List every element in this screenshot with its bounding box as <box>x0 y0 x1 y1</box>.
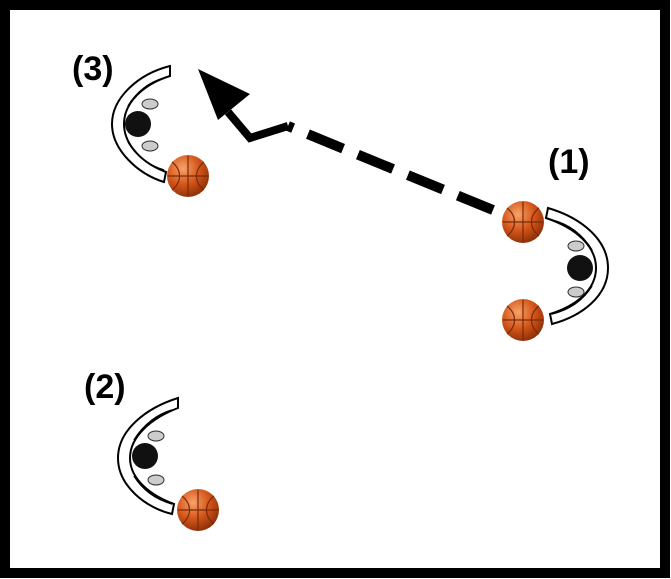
player-2: (2) <box>84 368 219 531</box>
player-2-head <box>132 443 158 469</box>
pass-line-kink <box>224 109 290 143</box>
player-2-arm-bottom <box>133 475 173 505</box>
player-2-arm-top <box>133 409 173 441</box>
basketball <box>502 201 544 243</box>
player-3-arm-bottom <box>127 141 165 171</box>
player-1-arm-bottom <box>551 285 593 315</box>
basketball <box>177 489 219 531</box>
player-1-hand-bottom <box>567 286 585 298</box>
pass-arrow <box>198 69 495 215</box>
basketball <box>502 299 544 341</box>
player-3-hand-bottom <box>141 140 159 152</box>
pass-line-dashed <box>286 121 495 215</box>
player-3-head <box>125 111 151 137</box>
player-3-hand-top <box>141 98 159 110</box>
player-2-hand-top <box>147 430 165 442</box>
basketball <box>167 155 209 197</box>
player-3: (3) <box>72 50 209 197</box>
arrowhead <box>198 69 250 120</box>
player-1-hand-top <box>567 240 585 252</box>
player-3-arm-top <box>127 77 165 107</box>
player-1: (1) <box>502 143 610 341</box>
player-label-3: (3) <box>72 50 114 88</box>
player-label-1: (1) <box>548 143 590 181</box>
player-2-hand-bottom <box>147 474 165 486</box>
player-1-arm-top <box>551 219 593 251</box>
player-1-head <box>567 255 593 281</box>
player-label-2: (2) <box>84 368 126 406</box>
player-2-body <box>116 396 179 516</box>
